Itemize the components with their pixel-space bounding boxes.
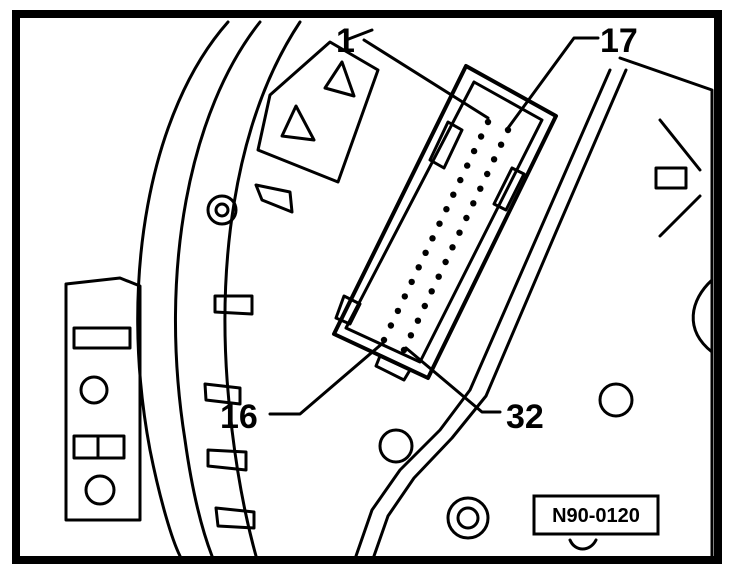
housing-clip (213, 294, 254, 316)
left-bracket (64, 276, 142, 522)
leader-line-pin-17 (506, 36, 600, 130)
tab-edge (344, 28, 374, 42)
connector-pin (394, 307, 402, 315)
bracket-slot (72, 326, 132, 350)
indicator-block (654, 166, 688, 190)
connector-pin (414, 317, 422, 324)
connector-pin (415, 264, 422, 271)
housing-clip (206, 448, 248, 472)
connector-pin (387, 322, 395, 329)
bracket-hole (79, 375, 109, 405)
reference-code-box (532, 494, 660, 536)
callout-pin-32: 32 (506, 398, 544, 436)
small-arc (568, 538, 598, 551)
connector-pin (408, 278, 415, 286)
leader-line-pin-1 (362, 38, 490, 120)
connector-pin (456, 229, 463, 236)
needle-line (658, 118, 702, 172)
mount-hole-inner (456, 506, 480, 530)
connector-pin (490, 156, 498, 163)
connector-pin (401, 293, 408, 300)
mount-hole (378, 428, 414, 464)
connector-pin (428, 288, 435, 295)
callout-pin-16: 16 (220, 398, 258, 436)
housing-clip (254, 183, 294, 214)
right-panel-slope (354, 68, 612, 558)
connector-pin (497, 141, 505, 148)
mount-hole (598, 382, 634, 418)
connector-pin (477, 185, 484, 192)
connector-pin (442, 258, 449, 266)
connector-pin (470, 200, 477, 207)
callout-pin-1: 1 (336, 22, 355, 60)
connector-pin (435, 273, 442, 280)
connector-pin (477, 133, 485, 140)
connector-pin (470, 147, 478, 155)
connector-pin (457, 176, 464, 184)
leader-line-pin-16 (268, 340, 386, 416)
connector-pin (484, 170, 491, 178)
connector-pin (421, 302, 428, 310)
gauge-arc (691, 278, 714, 354)
connector-pin (504, 126, 512, 134)
right-panel-slope-inner (372, 68, 628, 558)
connector-pin (436, 220, 443, 227)
leader-line-pin-32 (404, 346, 502, 414)
housing-inner-arc (173, 20, 262, 558)
bracket-hole (84, 474, 116, 506)
reference-code: N90-0120 (552, 505, 640, 527)
housing-outer-arc (136, 20, 230, 558)
connector-housing (332, 64, 558, 382)
tab-slot (323, 60, 356, 98)
right-panel-edge (618, 56, 714, 558)
callout-pin-17: 17 (600, 22, 638, 60)
connector-pin (464, 162, 471, 169)
connector-pin (422, 249, 429, 256)
connector-pin (484, 118, 492, 126)
housing-clip (214, 506, 256, 530)
needle-line (658, 194, 702, 238)
connector-pin (380, 336, 388, 344)
upper-tab-block (256, 40, 380, 184)
connector-pin (450, 191, 457, 198)
housing-rib-arc (223, 20, 302, 558)
mount-hole (206, 194, 238, 226)
connector-pin (429, 235, 436, 242)
housing-clip (203, 382, 242, 406)
mount-hole (446, 496, 490, 540)
connector-pin (407, 332, 415, 339)
connector-pins (380, 118, 512, 354)
mount-hole-inner (214, 202, 230, 218)
tab-slot (280, 104, 316, 142)
connector-pin (463, 214, 470, 222)
connector-pin (443, 206, 450, 213)
connector-pin (449, 244, 456, 251)
connector-pin (400, 346, 408, 354)
